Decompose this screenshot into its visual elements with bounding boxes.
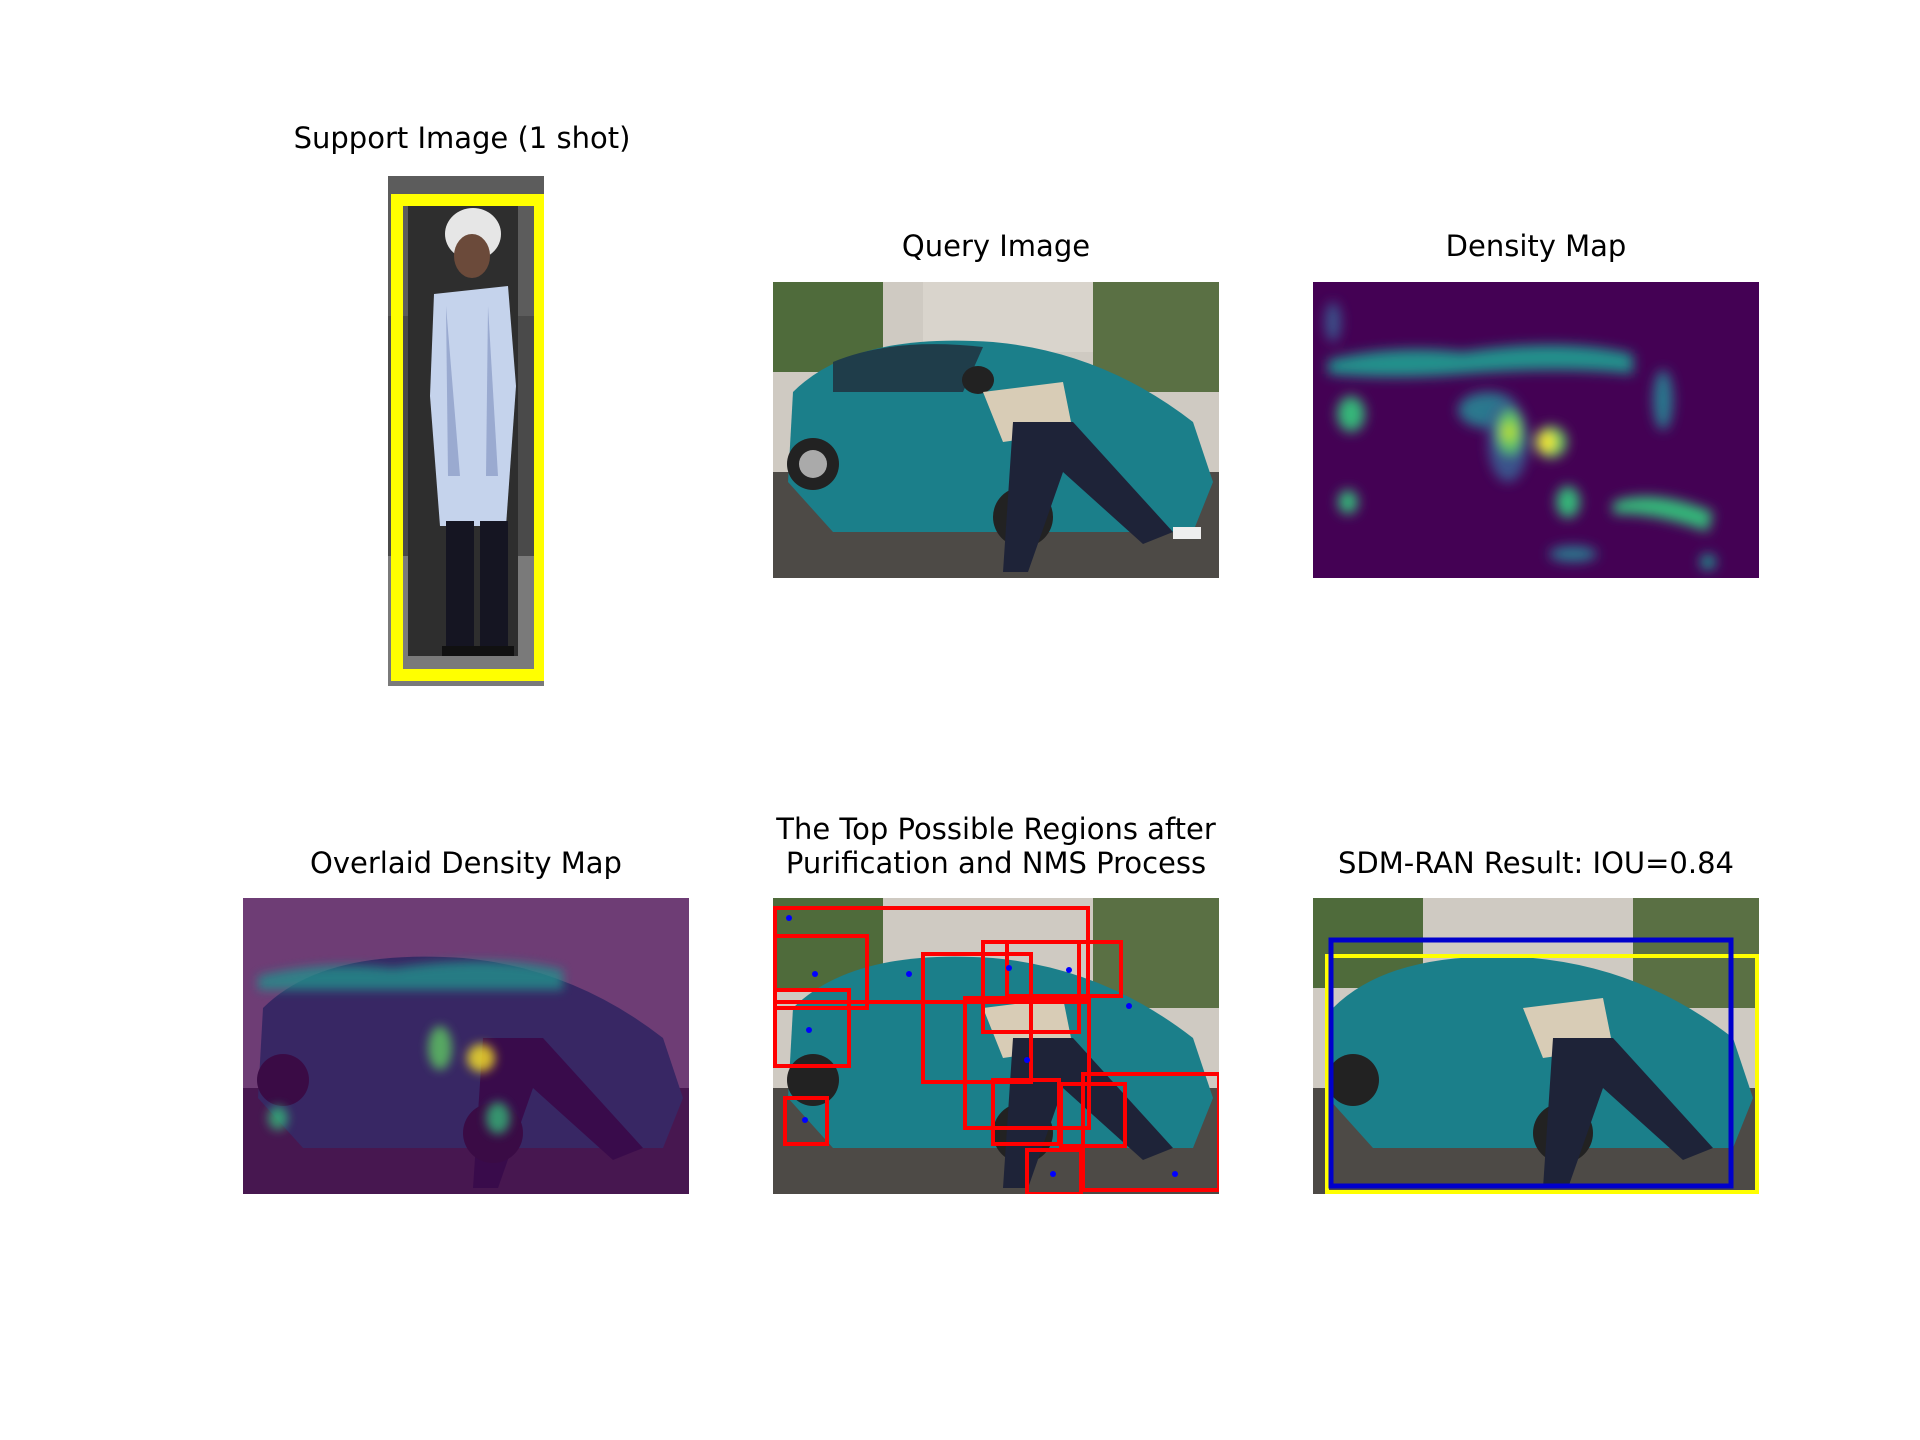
regions-image <box>773 898 1219 1194</box>
region-box <box>1025 1148 1083 1194</box>
region-point <box>1006 965 1012 971</box>
result-title: SDM-RAN Result: IOU=0.84 <box>1337 846 1735 880</box>
region-box <box>1059 1082 1127 1148</box>
region-point <box>906 971 912 977</box>
ground-truth-box <box>1325 954 1759 1194</box>
support-box <box>391 194 544 681</box>
region-point <box>1024 1057 1030 1063</box>
region-point <box>1126 1003 1132 1009</box>
regions-title-line2: Purification and NMS Process <box>785 846 1207 880</box>
region-box <box>921 952 1033 1084</box>
region-point <box>802 1117 808 1123</box>
region-box <box>963 996 1091 1130</box>
density-map-title: Density Map <box>1445 229 1627 263</box>
region-point <box>1066 967 1072 973</box>
region-point <box>1050 1171 1056 1177</box>
overlaid-density-map-title: Overlaid Density Map <box>310 846 622 880</box>
support-image <box>388 176 544 686</box>
overlaid-density-map <box>243 898 689 1194</box>
prediction-box <box>1328 937 1734 1189</box>
query-image <box>773 282 1219 578</box>
region-box <box>773 988 851 1068</box>
result-image <box>1313 898 1759 1194</box>
regions-title-line1: The Top Possible Regions after <box>776 812 1216 846</box>
density-map <box>1313 282 1759 578</box>
region-box <box>783 1096 829 1146</box>
support-image-title: Support Image (1 shot) <box>293 121 631 155</box>
region-box <box>773 934 869 1010</box>
region-point <box>806 1027 812 1033</box>
region-box <box>1081 1072 1219 1192</box>
query-image-title: Query Image <box>901 229 1091 263</box>
region-point <box>1172 1171 1178 1177</box>
region-point <box>786 915 792 921</box>
regions-title: The Top Possible Regions after Purificat… <box>773 812 1219 880</box>
region-point <box>812 971 818 977</box>
